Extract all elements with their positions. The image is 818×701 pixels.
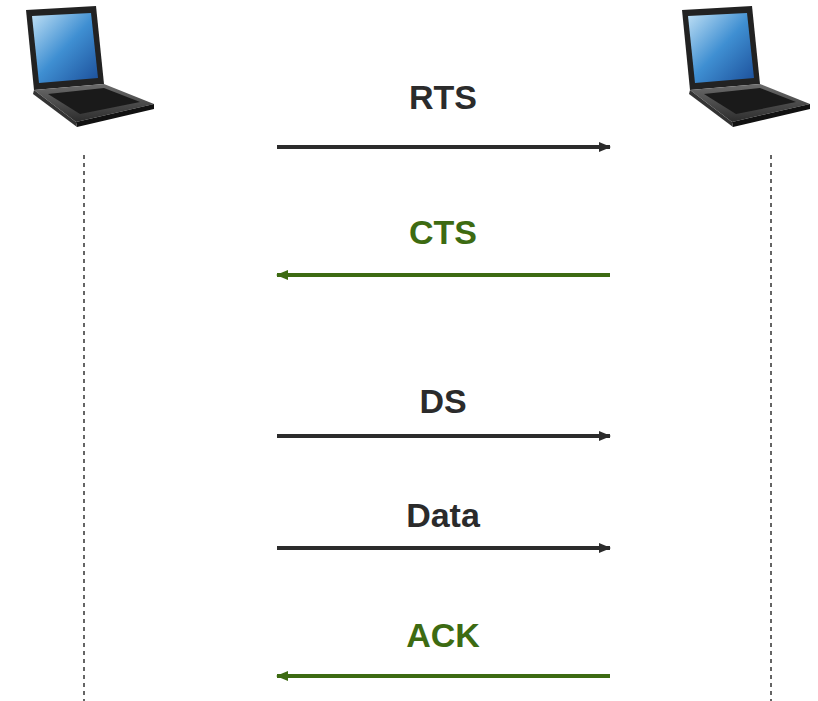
message-label: ACK	[404, 618, 482, 652]
lifeline	[83, 155, 85, 701]
message-arrow	[277, 674, 610, 678]
message-arrow	[277, 145, 610, 149]
message-label: DS	[417, 384, 468, 418]
message-label: RTS	[407, 80, 479, 114]
message-arrow	[277, 546, 610, 550]
message-label: Data	[404, 498, 482, 532]
message-label: CTS	[407, 215, 479, 249]
laptop-icon	[682, 6, 810, 127]
laptop-icon	[26, 6, 154, 127]
message-arrow	[277, 434, 610, 438]
lifeline	[770, 155, 772, 701]
message-arrow	[277, 273, 610, 277]
